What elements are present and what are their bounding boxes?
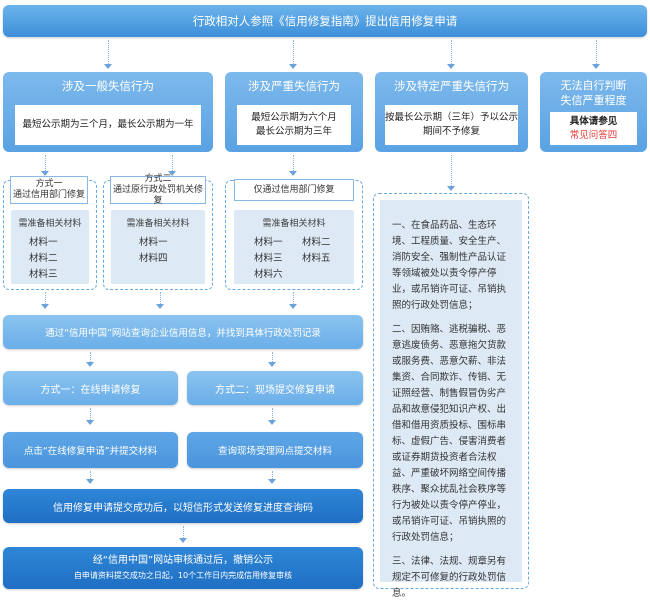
material-item: 材料三 [254, 253, 283, 264]
special-list: 一、在食品药品、生态环境、工程质量、安全生产、消防安全、强制性产品认证等领域被处… [380, 200, 522, 599]
category-unknown-title: 无法自行判断 失信严重程度 [560, 79, 627, 107]
step-onsite-submit: 查询现场受理网点提交材料 [187, 432, 363, 468]
category-special: 涉及特定严重失信行为 按最长公示期（三年）予以公示 期间不予修复 [375, 72, 528, 152]
material-item: 材料三 [29, 269, 58, 280]
category-serious-title: 涉及严重失信行为 [248, 79, 340, 93]
category-unknown-ref: 具体请参见 常见问答四 [550, 112, 637, 145]
category-special-period: 按最长公示期（三年）予以公示 期间不予修复 [385, 105, 518, 145]
category-general-title: 涉及一般失信行为 [62, 79, 154, 93]
material-item: 材料二 [29, 253, 58, 264]
method-three-title: 仅通过信用部门修复 [234, 179, 354, 201]
method-one-title: 方式一 通过信用部门修复 [10, 176, 88, 204]
step-online-submit: 点击“在线修复申请”并提交材料 [3, 432, 178, 468]
special-list-item-3: 三、法律、法规、规章另有规定不可修复的行政处罚信息。 [392, 556, 507, 599]
method-one-materials: 需准备相关材料 材料一 材料二 材料三 [11, 210, 89, 284]
material-item: 材料一 [139, 237, 168, 248]
special-list-item-2: 二、因贿赂、逃税骗税、恶意逃废债务、恶意拖欠货款或服务费、恶意欠薪、非法集资、合… [392, 324, 507, 543]
material-item: 材料一 [29, 237, 58, 248]
material-item: 材料五 [302, 253, 331, 264]
header-text: 行政相对人参照《信用修复指南》提出信用修复申请 [192, 14, 458, 28]
category-unknown: 无法自行判断 失信严重程度 具体请参见 常见问答四 [540, 72, 647, 152]
step-final: 经“信用中国”网站审核通过后，撤销公示 自申请资料提交成功之日起，10个工作日内… [3, 547, 363, 589]
material-item: 材料四 [139, 253, 168, 264]
category-serious-period: 最短公示期为六个月 最长公示期为三年 [237, 105, 351, 145]
header-banner: 行政相对人参照《信用修复指南》提出信用修复申请 [3, 5, 647, 37]
material-item: 材料二 [302, 237, 331, 248]
category-special-title: 涉及特定严重失信行为 [394, 79, 509, 93]
method-two-materials: 需准备相关材料 材料一 材料四 [111, 210, 205, 284]
step-online-apply: 方式一：在线申请修复 [3, 371, 178, 405]
material-item: 材料一 [254, 237, 283, 248]
step-sms-notice: 信用修复申请提交成功后，以短信形式发送修复进度查询码 [3, 489, 363, 523]
category-general-period: 最短公示期为三个月，最长公示期为一年 [15, 105, 201, 145]
step-onsite-apply: 方式二：现场提交修复申请 [187, 371, 363, 405]
category-general: 涉及一般失信行为 最短公示期为三个月，最长公示期为一年 [3, 72, 213, 152]
step-query: 通过“信用中国”网站查询企业信用信息，并找到具体行政处罚记录 [3, 315, 363, 349]
faq-four-link[interactable]: 常见问答四 [569, 129, 618, 141]
category-serious: 涉及严重失信行为 最短公示期为六个月 最长公示期为三年 [225, 72, 363, 152]
method-two-title: 方式二 通过原行政处罚机关修复 [110, 174, 206, 206]
special-list-item-1: 一、在食品药品、生态环境、工程质量、安全生产、消防安全、强制性产品认证等领域被处… [392, 220, 507, 311]
method-three-materials: 需准备相关材料 材料一 材料二 材料三 材料五 材料六 [234, 210, 354, 284]
material-item: 材料六 [254, 269, 283, 280]
